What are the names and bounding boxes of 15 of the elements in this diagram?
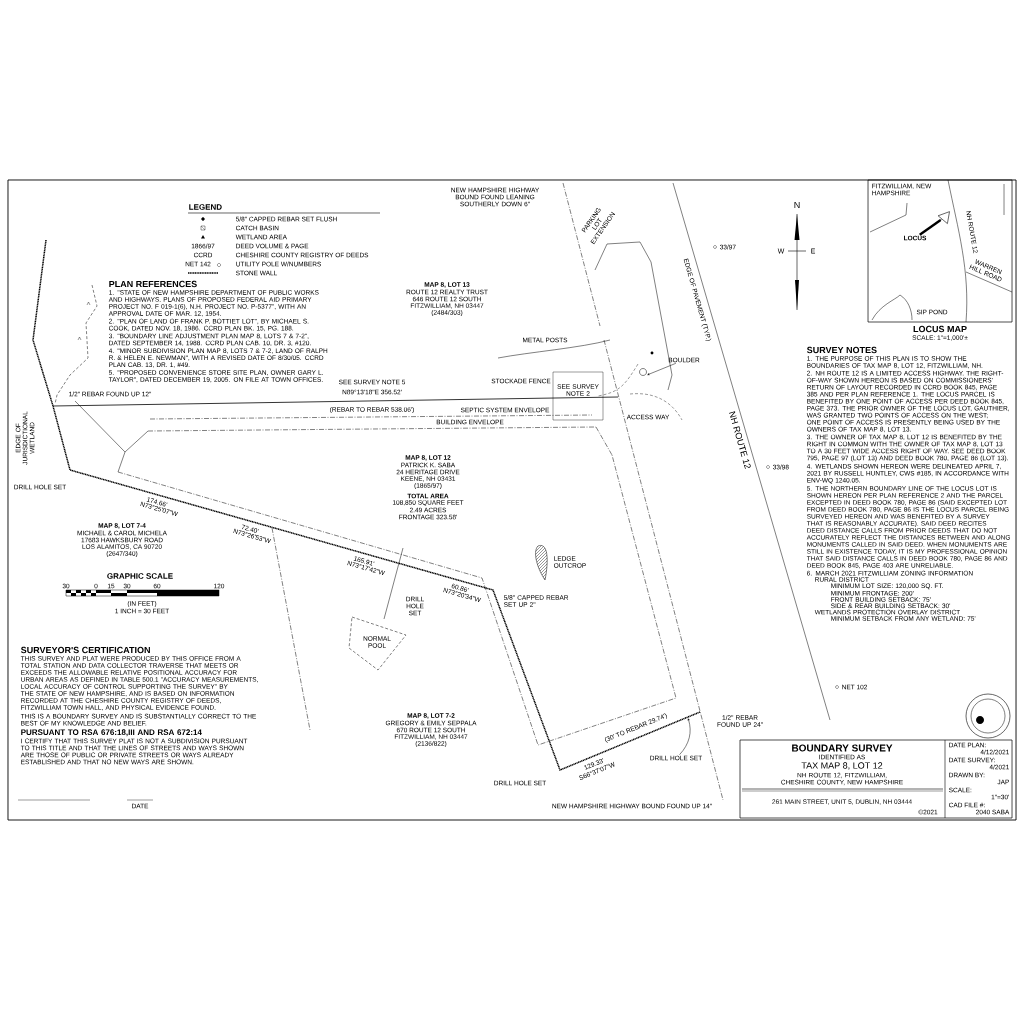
leader-line [919, 219, 942, 236]
leader-line [647, 363, 677, 375]
plan-title: BOUNDARY SURVEY [792, 744, 893, 752]
parcel-outline [937, 211, 950, 224]
compass-letter: N [794, 201, 800, 209]
map-heading: LOCUS MAP [913, 325, 967, 333]
notes-heading: PLAN REFERENCES [109, 280, 197, 288]
legend-heading: LEGEND [189, 204, 222, 210]
title-line: TAX MAP 8, LOT 12 [801, 762, 883, 770]
scale-heading: GRAPHIC SCALE [107, 573, 173, 579]
notes-heading: SURVEY NOTES [807, 346, 877, 354]
certification-heading: SURVEYOR'S CERTIFICATION [20, 646, 150, 654]
leader-line [679, 718, 691, 755]
certification-heading: PURSUANT TO RSA 676:18,III AND RSA 672:14 [21, 729, 202, 737]
road-name: NH ROUTE 12 [729, 411, 751, 469]
